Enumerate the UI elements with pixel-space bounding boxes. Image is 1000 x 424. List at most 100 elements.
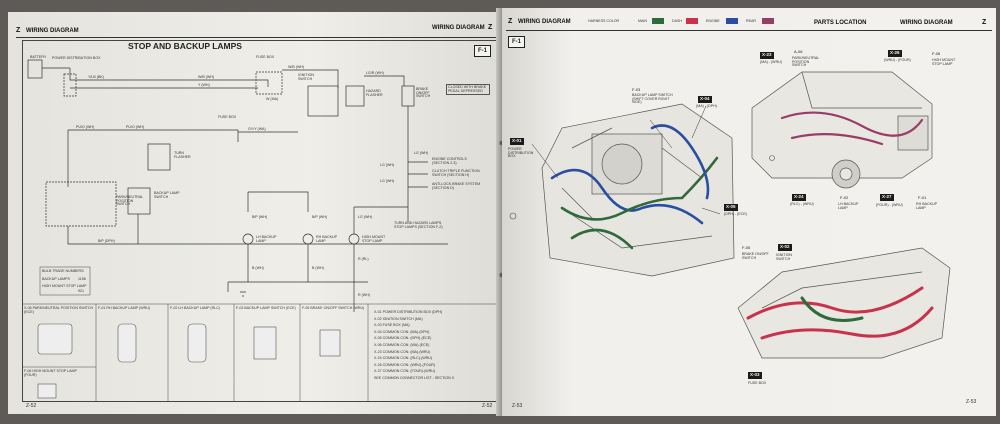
callout-x27: X-27 [880, 194, 894, 201]
wire-label: PU/O (WH) [76, 125, 95, 129]
callout-x04-desc: (MA) - (DPH) [696, 104, 717, 108]
callout-x03: X-03 [748, 372, 762, 379]
wire-label: LG (WH) [358, 215, 373, 219]
wire-label: LG/R (WH) [366, 71, 384, 75]
wiring-schematic [22, 59, 498, 402]
wire-label: Y (WH) [198, 83, 210, 87]
legend-swatch-rear [762, 18, 774, 24]
section-box: F-1 [508, 36, 525, 48]
connector-title: F-01 RH BACKUP LAMP (WRU) [98, 306, 150, 310]
legend-main: MAIN [638, 19, 647, 23]
callout-x26: X-26 [888, 50, 902, 57]
section-box: F-1 [474, 45, 491, 57]
connector-list-item: X-01 POWER DISTRIBUTION BOX (DPH) [374, 310, 443, 314]
wire-label: W/B (WH) [288, 65, 305, 69]
page-number-left: Z-52 [26, 403, 37, 409]
wire-label: B (WH) [312, 266, 324, 270]
bulb-title: BULB TRADE NUMBERS: [42, 269, 85, 273]
callout-x24-desc: (RLC) - (WRU) [790, 202, 814, 206]
bulb-high-no: 921 [78, 289, 84, 293]
connector-list-item: X-06 COMMON CON. (WA)-(ECE) [374, 342, 430, 347]
callout-x05: X-05 [724, 204, 738, 211]
label-turn-hazard: TURN AND HAZARD LAMPS, STOP LAMPS (SECTI… [394, 221, 443, 229]
header-section-right: WIRING DIAGRAM [900, 20, 953, 26]
callout-f01-desc: RH BACKUP LAMP [916, 202, 937, 210]
callout-x01-desc: POWER DISTRIBUTION BOX [508, 147, 534, 159]
label-hazard-flasher: HAZARD FLASHER [366, 89, 383, 97]
right-page: Z WIRING DIAGRAM HARNESS COLOR MAIN DASH… [502, 8, 996, 416]
callout-x23-desc: (MA) - (WRU) [760, 60, 782, 64]
bulb-backup-no: 1156 [78, 277, 86, 281]
label-turn-flasher: TURN FLASHER [174, 151, 191, 159]
callout-x03-desc: FUSE BOX [748, 381, 767, 385]
wire-label: R (RL) [358, 257, 369, 261]
header-z-right: Z [488, 24, 493, 31]
connector-title: F-06 HIGH MOUNT STOP LAMP (FOUR) [24, 369, 77, 377]
wire-label: R (WH) [358, 293, 370, 297]
header-z: Z [508, 18, 513, 25]
callout-f05: F-05 [742, 245, 751, 250]
label-fuse-box-top: FUSE BOX [256, 55, 275, 59]
wire-label: GY/Y (WA) [248, 127, 266, 131]
legend-swatch-main [652, 18, 664, 24]
bulb-backup: BACKUP LAMPS [42, 277, 70, 281]
connector-list-item: X-05 COMMON CON. (DPH)-(ECE) [374, 336, 432, 341]
header-section-left: WIRING DIAGRAM [26, 28, 79, 34]
label-antilock: ANTI-LOCK BRAKE SYSTEM (SECTION D) [432, 182, 481, 190]
callout-f01: F-01 [918, 195, 927, 200]
callout-f05-desc: BRAKE ON/OFF SWITCH [742, 252, 769, 260]
callout-a06: A-06 [794, 49, 803, 54]
label-backup-lamp-switch: BACKUP LAMP SWITCH [154, 191, 180, 199]
connector-list: X-01 POWER DISTRIBUTION BOX (DPH) X-02 I… [374, 310, 496, 380]
callout-x01: X-01 [510, 138, 524, 145]
page-number-right: Z-53 [966, 399, 977, 405]
callout-x02: X-02 [778, 244, 792, 251]
legend-dash: DASH [672, 19, 682, 23]
label-engine-controls: ENGINE CONTROLS (SECTION 2-3) [432, 157, 467, 165]
callout-x24: X-24 [792, 194, 806, 201]
wire-label: PU/O (WH) [126, 125, 145, 129]
header-z-right: Z [982, 19, 987, 26]
callout-x02-desc: IGNITION SWITCH [776, 253, 792, 261]
wire-label: B (WH) [252, 266, 264, 270]
wire-label: Y/LB (BK) [88, 75, 104, 79]
label-fuse-box-mid: FUSE BOX [218, 115, 237, 119]
wire-label: B/P (DPH) [98, 239, 115, 243]
label-rh-backup: RH BACKUP LAMP [316, 235, 337, 243]
header-rule [506, 30, 992, 31]
legend-engine: ENGINE [706, 19, 720, 23]
header-parts: PARTS LOCATION [814, 20, 867, 26]
callout-x04: X-04 [698, 96, 712, 103]
connector-list-item: X-23 COMMON CON. (MA)-(WRU) [374, 349, 431, 354]
wire-label: B/P (WH) [312, 215, 328, 219]
legend-rear: REAR [746, 19, 756, 23]
connector-title: F-05 BRAKE ON/OFF SWITCH (WRU) [302, 306, 365, 310]
connector-title: F-02 LH BACKUP LAMP (RLC) [170, 306, 220, 310]
label-high-mount: HIGH MOUNT STOP LAMP [362, 235, 386, 243]
connector-list-item: X-26 COMMON CON. (WRU)-(FOUR) [374, 362, 436, 367]
callout-f06-desc: HIGH MOUNT STOP LAMP [932, 58, 956, 66]
left-page: Z WIRING DIAGRAM WIRING DIAGRAM Z STOP A… [8, 12, 508, 414]
wire-label: B/P (WH) [252, 215, 268, 219]
engine-bay-illustration [509, 71, 951, 359]
header-rule [16, 37, 498, 38]
label-closed-note: CLOSED WITH BRAKE PEDAL DEPRESSED [446, 84, 490, 96]
callout-x27-desc: (FOUR) - (WRU) [876, 203, 903, 207]
callout-x23: X-23 [760, 52, 774, 59]
connector-list-item: X-03 FUSE BOX (MA) [374, 323, 410, 328]
wire-label: LG (WH) [380, 179, 395, 183]
callout-f02-desc: LH BACKUP LAMP [838, 202, 859, 210]
page-number-right: Z-52 [482, 403, 493, 409]
legend-swatch-dash [686, 18, 698, 24]
connector-title: X-06 PARK/NEUTRAL POSITION SWITCH (ECE) [24, 306, 94, 314]
header-section-right: WIRING DIAGRAM [432, 25, 485, 31]
callout-x05-desc: (DPH) - (ECE) [724, 212, 747, 216]
page-number-left: Z-53 [512, 403, 523, 409]
label-brake-onoff: BRAKE ON/OFF SWITCH [416, 87, 431, 99]
callout-f03: F-03 [632, 87, 641, 92]
legend-swatch-engine [726, 18, 738, 24]
connector-list-item: X-04 COMMON CON. (MA)-(DPH) [374, 329, 430, 334]
connector-list-item: X-02 IGNITION SWITCH (MA) [374, 316, 423, 321]
diagram-title: STOP AND BACKUP LAMPS [128, 41, 242, 51]
label-lh-backup: LH BACKUP LAMP [256, 235, 277, 243]
